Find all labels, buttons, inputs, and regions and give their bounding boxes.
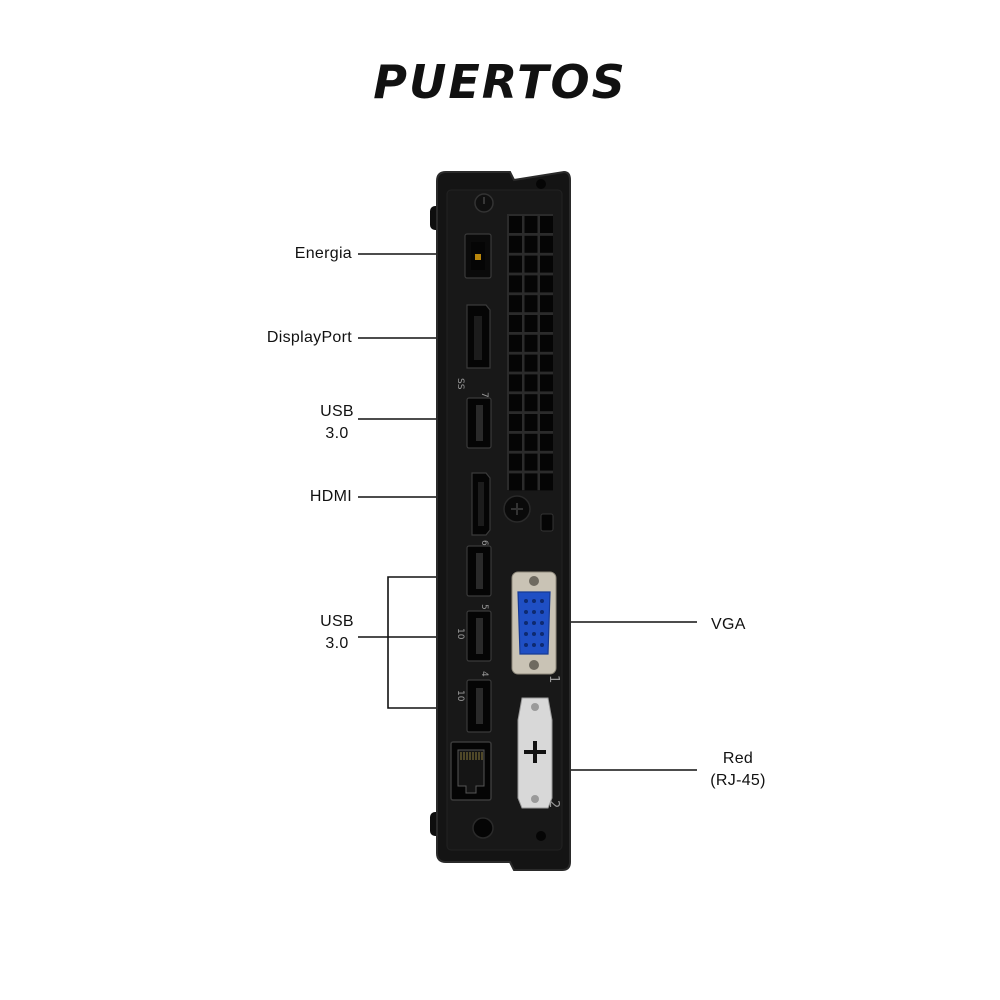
expansion-slot-cover-icon	[517, 697, 553, 809]
vent-slot	[540, 354, 553, 372]
marking-slot-2: 2	[546, 800, 561, 808]
vent-slot	[509, 255, 522, 273]
vent-slot	[540, 255, 553, 273]
vent-slot	[509, 374, 522, 392]
vent-slot	[509, 354, 522, 372]
vent-slot	[509, 216, 522, 233]
vent-slot	[524, 433, 538, 451]
vent-slot	[540, 315, 553, 332]
vga-pin	[524, 632, 528, 636]
vent-slot	[524, 473, 538, 491]
label-usb-group-line2: 3.0	[325, 635, 349, 652]
vga-pin	[540, 632, 544, 636]
device-markings: 7 6 5 4 SS 10 10 1 2	[455, 378, 561, 808]
marking-ss-top: SS	[455, 378, 465, 390]
usb-port-5-icon	[466, 610, 492, 662]
vent-slot	[524, 414, 538, 431]
vent-slot	[540, 235, 553, 253]
vent-slot	[540, 473, 553, 491]
vga-pin	[540, 621, 544, 625]
vent-slot	[509, 235, 522, 253]
hdmi-port-icon	[471, 472, 491, 536]
label-usb-top: USB 3.0	[312, 401, 362, 445]
vent-slot	[509, 295, 522, 313]
label-displayport: DisplayPort	[266, 329, 352, 346]
usb-port-top-icon	[466, 397, 492, 449]
marking-10-5: 10	[455, 628, 465, 640]
vent-slot	[524, 235, 538, 253]
label-power: Energia	[294, 245, 352, 262]
vent-slot	[540, 334, 553, 352]
vent-slot	[509, 394, 522, 412]
label-usb-group: USB 3.0	[312, 611, 362, 655]
vga-pin	[532, 621, 536, 625]
label-network-line1: Red	[722, 750, 754, 767]
vent-slot	[524, 334, 538, 352]
vga-pin	[540, 610, 544, 614]
vent-slot	[524, 394, 538, 412]
vga-port-icon	[511, 571, 557, 675]
marking-usb-5: 5	[479, 604, 489, 610]
vent-slot	[540, 394, 553, 412]
vent-slot	[524, 315, 538, 332]
marking-slot-1: 1	[546, 675, 561, 683]
vent-grille	[507, 214, 553, 491]
vent-slot	[509, 275, 522, 293]
label-network: Red (RJ-45)	[700, 748, 776, 792]
label-usb-top-line1: USB	[320, 403, 354, 420]
label-vga: VGA	[711, 616, 746, 633]
vent-slot	[524, 275, 538, 293]
usb-port-6-icon	[466, 545, 492, 597]
vent-slot	[509, 433, 522, 451]
vga-pin	[532, 643, 536, 647]
power-button-icon	[474, 193, 494, 213]
vent-slot	[524, 374, 538, 392]
leader-usb-group-bracket	[387, 576, 440, 709]
vent-slot	[524, 453, 538, 471]
marking-usb-4: 4	[479, 671, 489, 677]
marking-10-4: 10	[455, 690, 465, 702]
marking-usb-7: 7	[479, 392, 489, 398]
label-usb-top-line2: 3.0	[325, 425, 349, 442]
vent-slot	[540, 433, 553, 451]
vga-pin	[540, 643, 544, 647]
vent-slot	[524, 354, 538, 372]
vga-pin	[532, 632, 536, 636]
page-title: PUERTOS	[373, 55, 627, 109]
displayport-port-icon	[466, 304, 491, 369]
usb-port-4-icon	[466, 679, 492, 733]
vent-slot	[540, 295, 553, 313]
label-hdmi: HDMI	[309, 488, 352, 505]
marking-usb-6: 6	[479, 540, 489, 546]
vga-pin	[524, 599, 528, 603]
vga-pin	[532, 610, 536, 614]
label-usb-group-line1: USB	[320, 613, 354, 630]
vent-slot	[540, 414, 553, 431]
rj45-port-icon	[450, 741, 492, 801]
thumbscrew-icon	[503, 495, 531, 523]
vent-slot	[509, 473, 522, 491]
vent-slot	[540, 275, 553, 293]
vga-pin	[540, 599, 544, 603]
vent-slot	[540, 453, 553, 471]
antenna-hole-icon	[472, 817, 494, 839]
security-lock-slot-icon	[540, 513, 554, 532]
vent-slot	[540, 374, 553, 392]
vent-slot	[540, 216, 553, 233]
vent-slot	[509, 315, 522, 332]
vent-slot	[509, 334, 522, 352]
vga-pin	[524, 621, 528, 625]
vent-slot	[509, 453, 522, 471]
vent-slot	[524, 295, 538, 313]
vga-pin	[524, 643, 528, 647]
vent-slot	[524, 255, 538, 273]
vga-pin	[524, 610, 528, 614]
vent-slot	[509, 414, 522, 431]
label-network-line2: (RJ-45)	[710, 772, 766, 789]
vent-slot	[524, 216, 538, 233]
vga-pin	[532, 599, 536, 603]
power-port-icon	[464, 233, 492, 279]
